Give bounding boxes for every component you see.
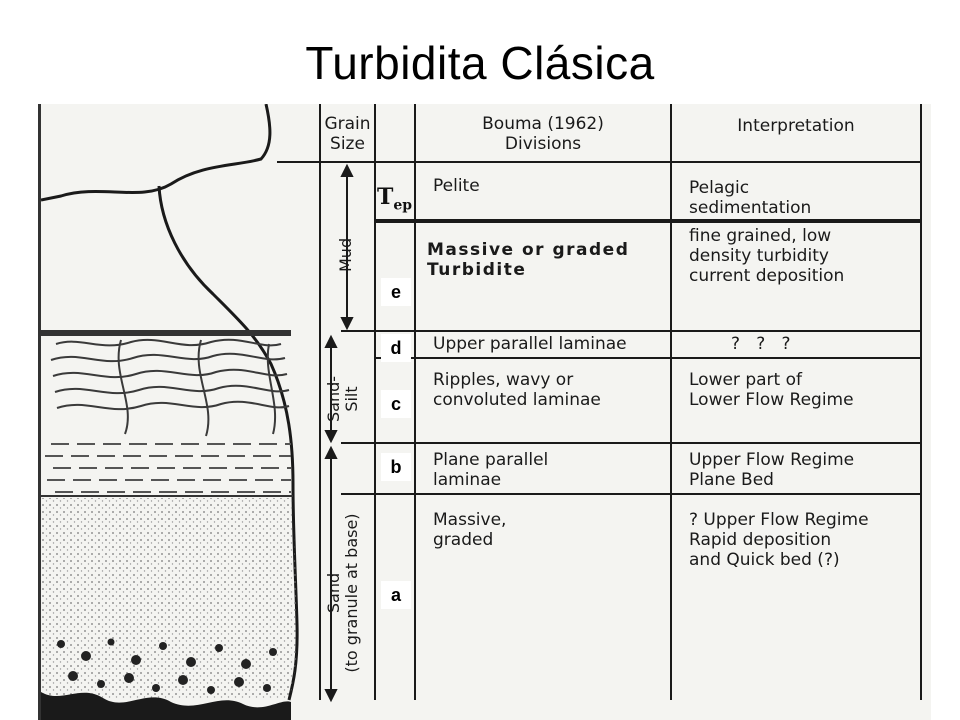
sand-silt-label: Sand- Silt bbox=[324, 375, 361, 423]
division-ripples: Ripples, wavy or convoluted laminae bbox=[433, 370, 601, 410]
massive-sand-area bbox=[41, 498, 297, 700]
division-plane-parallel: Plane parallel laminae bbox=[433, 450, 549, 490]
mud-label: Mud bbox=[336, 237, 355, 272]
division-upper-parallel: Upper parallel laminae bbox=[433, 334, 627, 354]
letter-d: d bbox=[381, 334, 411, 362]
interp-fine-grained: fine grained, low density turbidity curr… bbox=[689, 226, 845, 286]
letter-c: c bbox=[381, 390, 411, 418]
table-grid bbox=[277, 104, 922, 700]
letter-a: a bbox=[381, 581, 411, 609]
sand-label: Sand (to granule at base) bbox=[324, 513, 361, 673]
plane-laminae bbox=[45, 443, 291, 493]
tep-label: Tep bbox=[377, 184, 413, 214]
letter-e: e bbox=[381, 278, 411, 306]
divisions-header: Bouma (1962) Divisions bbox=[482, 114, 604, 154]
interpretation-header: Interpretation bbox=[737, 116, 855, 136]
letter-b: b bbox=[381, 453, 411, 481]
basal-granules bbox=[57, 638, 277, 694]
division-massive-graded: Massive, graded bbox=[433, 510, 507, 550]
interp-unknown: ? ? ? bbox=[731, 334, 791, 354]
bouma-sequence-figure: Grain Size Bouma (1962) Divisions Interp… bbox=[38, 104, 931, 720]
scoured-base bbox=[41, 692, 291, 720]
division-massive-turbidite: Massive or graded Turbidite bbox=[427, 240, 630, 280]
interp-upper-flow: Upper Flow Regime Plane Bed bbox=[689, 450, 855, 490]
division-pelite: Pelite bbox=[433, 176, 480, 196]
grain-size-arrows bbox=[324, 163, 354, 703]
ripple-laminae bbox=[50, 338, 290, 437]
column-right-edge bbox=[157, 185, 299, 701]
mud-outline bbox=[41, 104, 272, 202]
figure-drawing bbox=[41, 104, 922, 720]
interp-rapid-deposition: ? Upper Flow Regime Rapid deposition and… bbox=[689, 510, 869, 570]
slide-title: Turbidita Clásica bbox=[305, 37, 655, 89]
interp-pelagic: Pelagic sedimentation bbox=[689, 178, 812, 218]
grain-size-header: Grain Size bbox=[324, 114, 371, 154]
sediment-column bbox=[41, 104, 299, 720]
interp-lower-flow: Lower part of Lower Flow Regime bbox=[689, 370, 854, 410]
